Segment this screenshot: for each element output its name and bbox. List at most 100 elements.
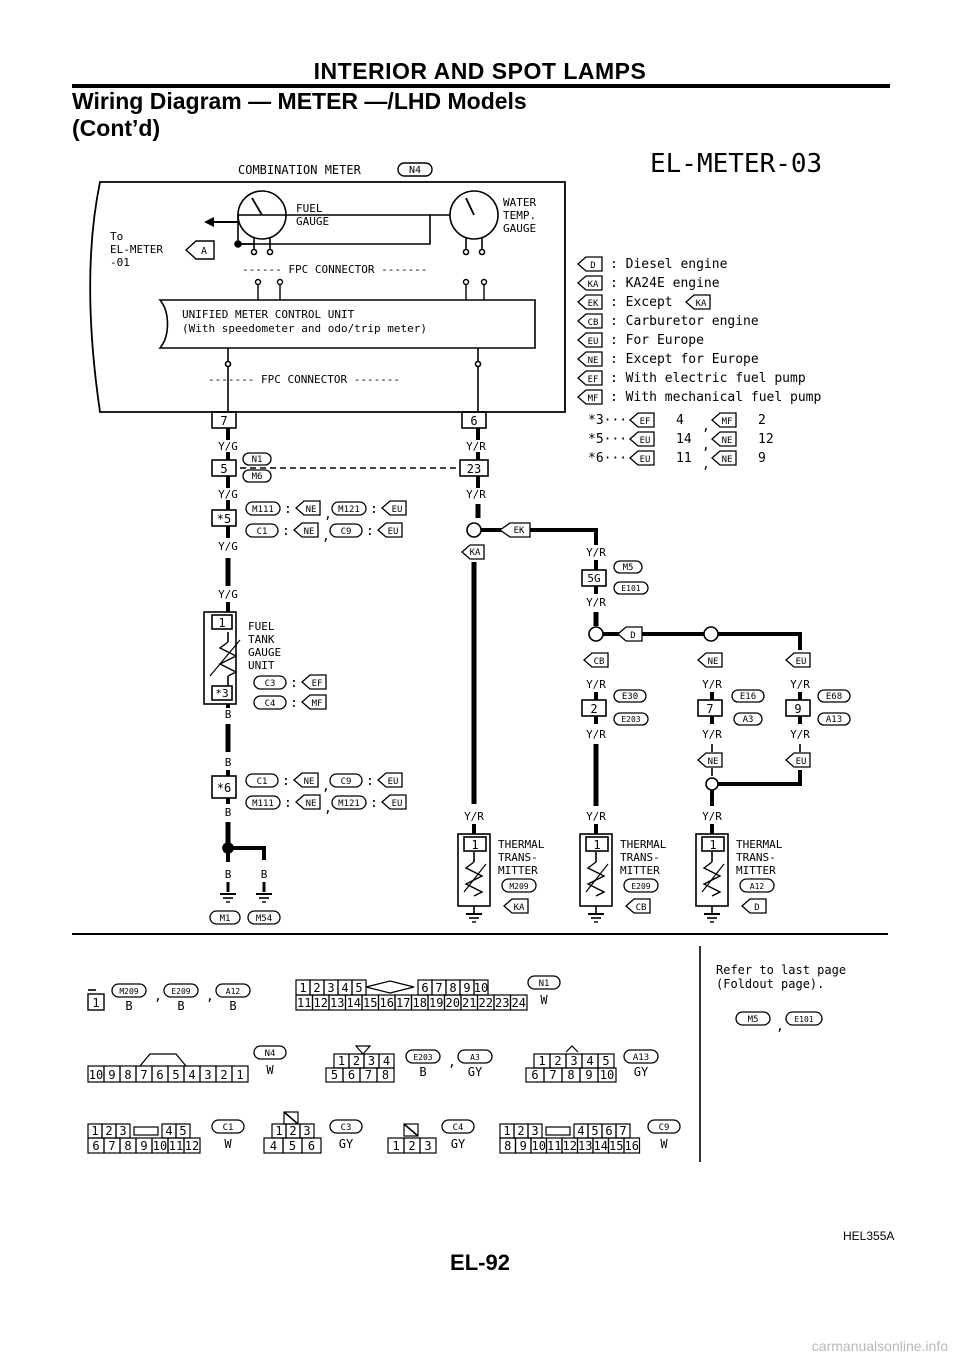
pin-cell: 1 bbox=[299, 981, 306, 995]
option-flag-ne: NE bbox=[295, 500, 321, 516]
svg-text:5: 5 bbox=[220, 462, 227, 476]
comma: , bbox=[448, 1055, 456, 1070]
pin-cell: 3 bbox=[303, 1124, 310, 1138]
option-flag-eu: EU bbox=[381, 500, 407, 516]
pin-cell: 9 bbox=[585, 1068, 592, 1082]
pin-cell: 9 bbox=[108, 1068, 115, 1082]
svg-text:*3: *3 bbox=[215, 687, 228, 700]
svg-text:A13: A13 bbox=[826, 715, 842, 725]
pin-cell: 20 bbox=[446, 996, 460, 1010]
svg-text:E209: E209 bbox=[631, 882, 650, 891]
pin-cell: 12 bbox=[563, 1139, 577, 1153]
connector-ref-m209: M209 bbox=[111, 983, 147, 998]
pin-1: 1 bbox=[709, 838, 716, 852]
connector-ref-a3-face: A3 bbox=[457, 1049, 493, 1064]
connector-ref-c4: C4 bbox=[253, 695, 287, 710]
svg-text:EU: EU bbox=[392, 799, 403, 809]
pin-cell: 4 bbox=[270, 1139, 277, 1153]
pin-cell: 1 bbox=[236, 1068, 243, 1082]
pin-cell: 16 bbox=[380, 996, 394, 1010]
note-c1: C1:NE,C9:EU bbox=[245, 522, 403, 544]
svg-text:EU: EU bbox=[392, 505, 403, 515]
option-flag-a: EU bbox=[629, 450, 655, 466]
connector-ref-a12: A12 bbox=[215, 983, 251, 998]
svg-text:Y/G: Y/G bbox=[218, 488, 238, 501]
pin-cell: 11 bbox=[297, 996, 311, 1010]
svg-text:C9: C9 bbox=[659, 1123, 670, 1133]
connector-ref-e101: E101 bbox=[613, 581, 649, 595]
page-title-line1: Wiring Diagram — METER —/LHD Models bbox=[72, 88, 527, 114]
colon: : bbox=[284, 796, 292, 811]
pin-cell: 4 bbox=[188, 1068, 195, 1082]
wire-color: GY bbox=[339, 1137, 354, 1151]
star-value-a: 11 bbox=[676, 451, 692, 466]
colon: : bbox=[282, 524, 290, 539]
colon: : bbox=[370, 502, 378, 517]
svg-text:B: B bbox=[225, 868, 232, 881]
pin-cell: 5 bbox=[591, 1124, 598, 1138]
star-value-b: 12 bbox=[758, 432, 774, 447]
thermal-label: TRANS- bbox=[736, 851, 776, 864]
svg-text:Y/R: Y/R bbox=[790, 678, 810, 691]
svg-text:UNIFIED METER CONTROL UNIT: UNIFIED METER CONTROL UNIT bbox=[182, 308, 355, 321]
pin-cell: 5 bbox=[331, 1068, 338, 1082]
connector-notes: M111:NE,M121:EUC1:NE,C9:EUC1:NE,C9:EUM11… bbox=[245, 500, 407, 816]
colon: : bbox=[366, 524, 374, 539]
pin-cell: 5 bbox=[602, 1054, 609, 1068]
connector-ref-c3: C3 bbox=[253, 675, 287, 690]
pin-cell: 10 bbox=[474, 981, 488, 995]
svg-text:D: D bbox=[590, 261, 595, 271]
pin-cell: 12 bbox=[185, 1139, 199, 1153]
svg-text:A: A bbox=[201, 246, 207, 257]
svg-text:KA: KA bbox=[470, 548, 481, 558]
legend-item-mf: MF: With mechanical fuel pump bbox=[577, 389, 821, 405]
option-flag-a: EF bbox=[629, 412, 655, 428]
legend-text: : Carburetor engine bbox=[610, 314, 759, 329]
pin-cell: 1 bbox=[92, 996, 99, 1010]
svg-text:2: 2 bbox=[590, 702, 597, 716]
pin-cell: 13 bbox=[330, 996, 344, 1010]
svg-text:EF: EF bbox=[640, 417, 651, 427]
svg-text:A12: A12 bbox=[750, 882, 765, 891]
option-flag-ka: KA bbox=[503, 898, 529, 914]
page-title: Wiring Diagram — METER —/LHD Models (Con… bbox=[72, 88, 527, 142]
option-flag-mf: MF bbox=[577, 389, 603, 405]
svg-text:7: 7 bbox=[706, 702, 713, 716]
wire-color: B bbox=[125, 999, 132, 1013]
option-flag-cb: CB bbox=[577, 313, 603, 329]
pin-cell: 2 bbox=[517, 1124, 524, 1138]
refer-note-line1: Refer to last page bbox=[716, 963, 846, 977]
svg-text:6: 6 bbox=[470, 414, 477, 428]
connector-ref-m209: M209 bbox=[501, 878, 537, 893]
wire-color: W bbox=[224, 1137, 232, 1151]
svg-text:NE: NE bbox=[306, 505, 317, 515]
note-c4: C4:MF bbox=[253, 694, 327, 711]
svg-text:*5: *5 bbox=[217, 512, 231, 526]
pin-cell: 14 bbox=[594, 1139, 608, 1153]
svg-text:EU: EU bbox=[588, 337, 599, 347]
svg-text:NE: NE bbox=[722, 436, 733, 446]
connector-ref-c1: C1 bbox=[245, 773, 279, 788]
svg-text:,: , bbox=[776, 1019, 784, 1034]
svg-text:C9: C9 bbox=[341, 527, 352, 537]
pin-cell: 12 bbox=[314, 996, 328, 1010]
pin-cell: 16 bbox=[625, 1139, 639, 1153]
pin-cell: 8 bbox=[382, 1068, 389, 1082]
svg-text:C4: C4 bbox=[453, 1123, 464, 1133]
comma: , bbox=[206, 989, 214, 1004]
svg-text:NE: NE bbox=[304, 777, 315, 787]
pin-cell: 6 bbox=[421, 981, 428, 995]
pin-cell: 5 bbox=[172, 1068, 179, 1082]
legend-item-cb: CB : Carburetor engine bbox=[577, 313, 759, 329]
svg-text:1: 1 bbox=[218, 616, 225, 630]
svg-text:E203: E203 bbox=[621, 715, 640, 724]
pin-cell: 10 bbox=[153, 1139, 167, 1153]
